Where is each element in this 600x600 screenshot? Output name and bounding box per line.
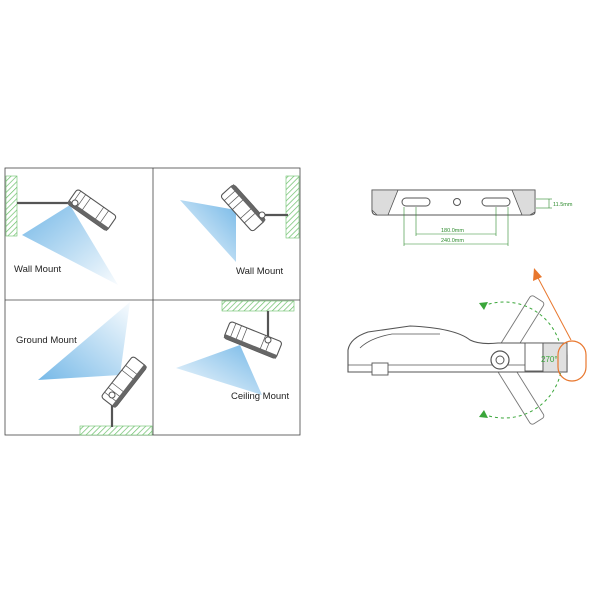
mounting-slot-right [481,197,511,207]
light-beam [176,345,262,395]
panel-wall-mount-right: Wall Mount [180,175,300,277]
pivot-icon [264,336,272,344]
arc-arrow-top-icon [479,302,488,310]
light-beam [38,302,130,380]
rotation-angle-label: 270° [541,355,558,364]
direction-arrow [536,275,572,341]
ceiling-hatch [221,300,295,312]
floodlight-fixture [67,189,117,232]
mounting-grid [4,167,301,436]
arrow-head-icon [533,268,542,281]
pivot-icon [258,211,266,219]
label-ground-mount: Ground Mount [16,335,77,346]
wall-hatch-right [285,175,300,239]
label-wall-mount-left: Wall Mount [14,264,62,275]
pivot-icon [108,391,116,399]
rotation-side-view: 270° [347,268,587,425]
dim-height: 11.5mm [553,202,573,208]
pivot-icon [71,199,79,207]
light-beam [22,205,118,285]
dim-inner: 180.0mm [441,228,464,234]
light-beam [180,200,236,262]
highlight-circle [557,340,587,382]
panel-wall-mount-left: Wall Mount [5,175,118,285]
panel-ceiling-mount: Ceiling Mount [176,300,295,402]
center-hole [453,198,461,206]
floodlight-fixture [220,184,266,232]
floodlight-fixture [223,321,282,359]
bracket-top-view: 11.5mm 180.0mm 240.0mm [371,189,573,246]
panel-ground-mount: Ground Mount [16,302,153,436]
wall-hatch-left [5,175,18,237]
ground-hatch [79,425,153,436]
grid-border [4,167,301,436]
dim-outer: 240.0mm [441,238,464,244]
arc-arrow-bottom-icon [479,410,488,418]
label-wall-mount-right: Wall Mount [236,266,284,277]
side-clip [371,362,389,376]
mounting-slot-left [401,197,431,207]
label-ceiling-mount: Ceiling Mount [231,391,289,402]
